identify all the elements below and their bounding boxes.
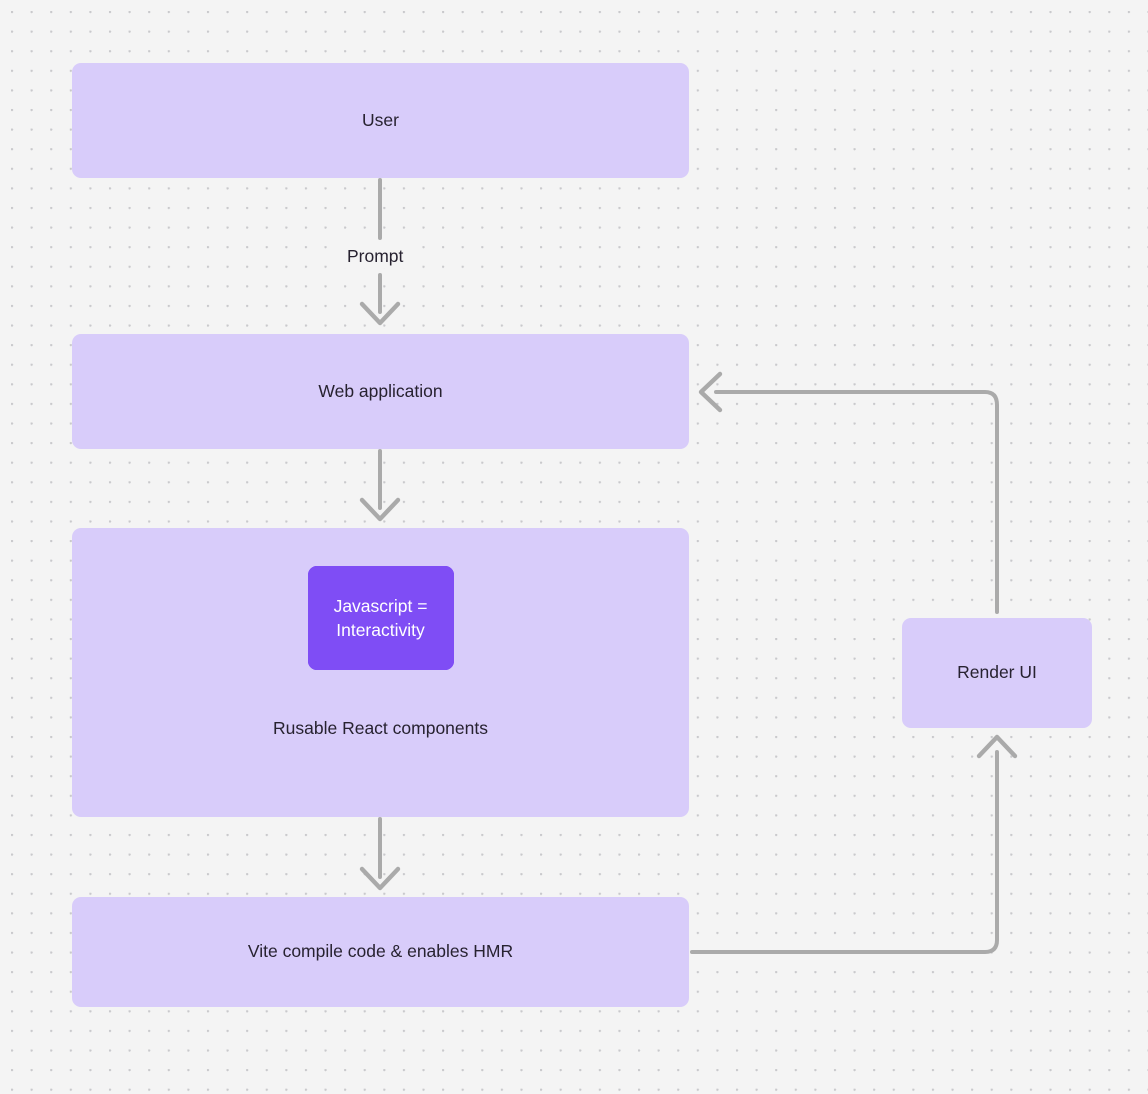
tech-box-javascript[interactable]: Javascript = Interactivity xyxy=(307,566,454,670)
edge-components-to-vite xyxy=(359,817,401,891)
node-user[interactable]: User xyxy=(72,63,689,178)
node-vite-label: Vite compile code & enables HMR xyxy=(247,941,514,962)
node-web-application-label: Web application xyxy=(318,380,443,401)
edge-render-to-webapp xyxy=(698,371,999,614)
node-reusable-react-components[interactable]: HTML = structure CSS = Styles & Layouts … xyxy=(72,528,689,817)
node-web-application[interactable]: Web application xyxy=(72,334,689,449)
edge-webapp-to-components xyxy=(359,449,401,522)
node-user-label: User xyxy=(362,109,399,130)
node-reusable-react-components-caption: Rusable React components xyxy=(273,718,488,738)
node-vite[interactable]: Vite compile code & enables HMR xyxy=(72,897,689,1007)
node-render-ui[interactable]: Render UI xyxy=(902,618,1092,728)
tech-box-javascript-line2: Interactivity xyxy=(336,620,425,640)
edge-label-prompt: Prompt xyxy=(340,245,411,268)
tech-box-javascript-line1: Javascript = xyxy=(333,595,428,616)
edge-vite-to-render xyxy=(690,734,1018,954)
node-render-ui-label: Render UI xyxy=(957,662,1037,683)
tech-box-javascript-label: Javascript = Interactivity xyxy=(334,594,428,642)
